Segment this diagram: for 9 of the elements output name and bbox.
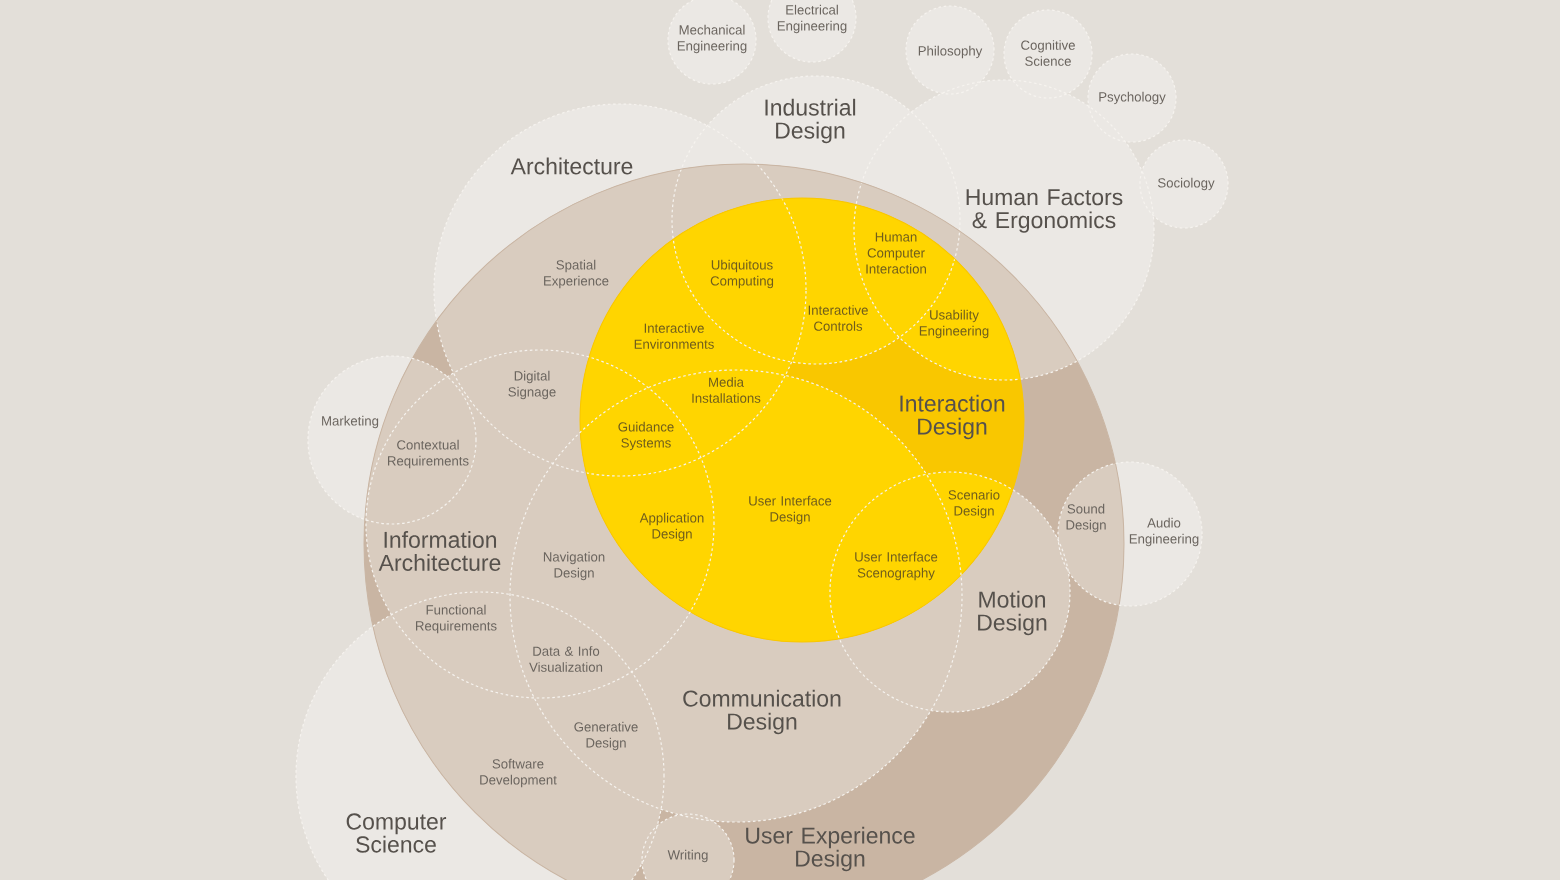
circle-label: Computer Science bbox=[346, 813, 447, 853]
circle-label: Information Architecture bbox=[378, 531, 501, 571]
circle-label: Human Factors & Ergonomics bbox=[966, 189, 1123, 233]
circle-label: Architecture bbox=[510, 157, 633, 175]
circle-label: Communication Design bbox=[683, 689, 841, 735]
circle-label: Industrial Design bbox=[765, 98, 856, 144]
circle-label: Interaction Design bbox=[900, 394, 1005, 440]
circle-label: User Experience Design bbox=[746, 826, 915, 872]
circle-label: Motion Design bbox=[978, 590, 1047, 636]
